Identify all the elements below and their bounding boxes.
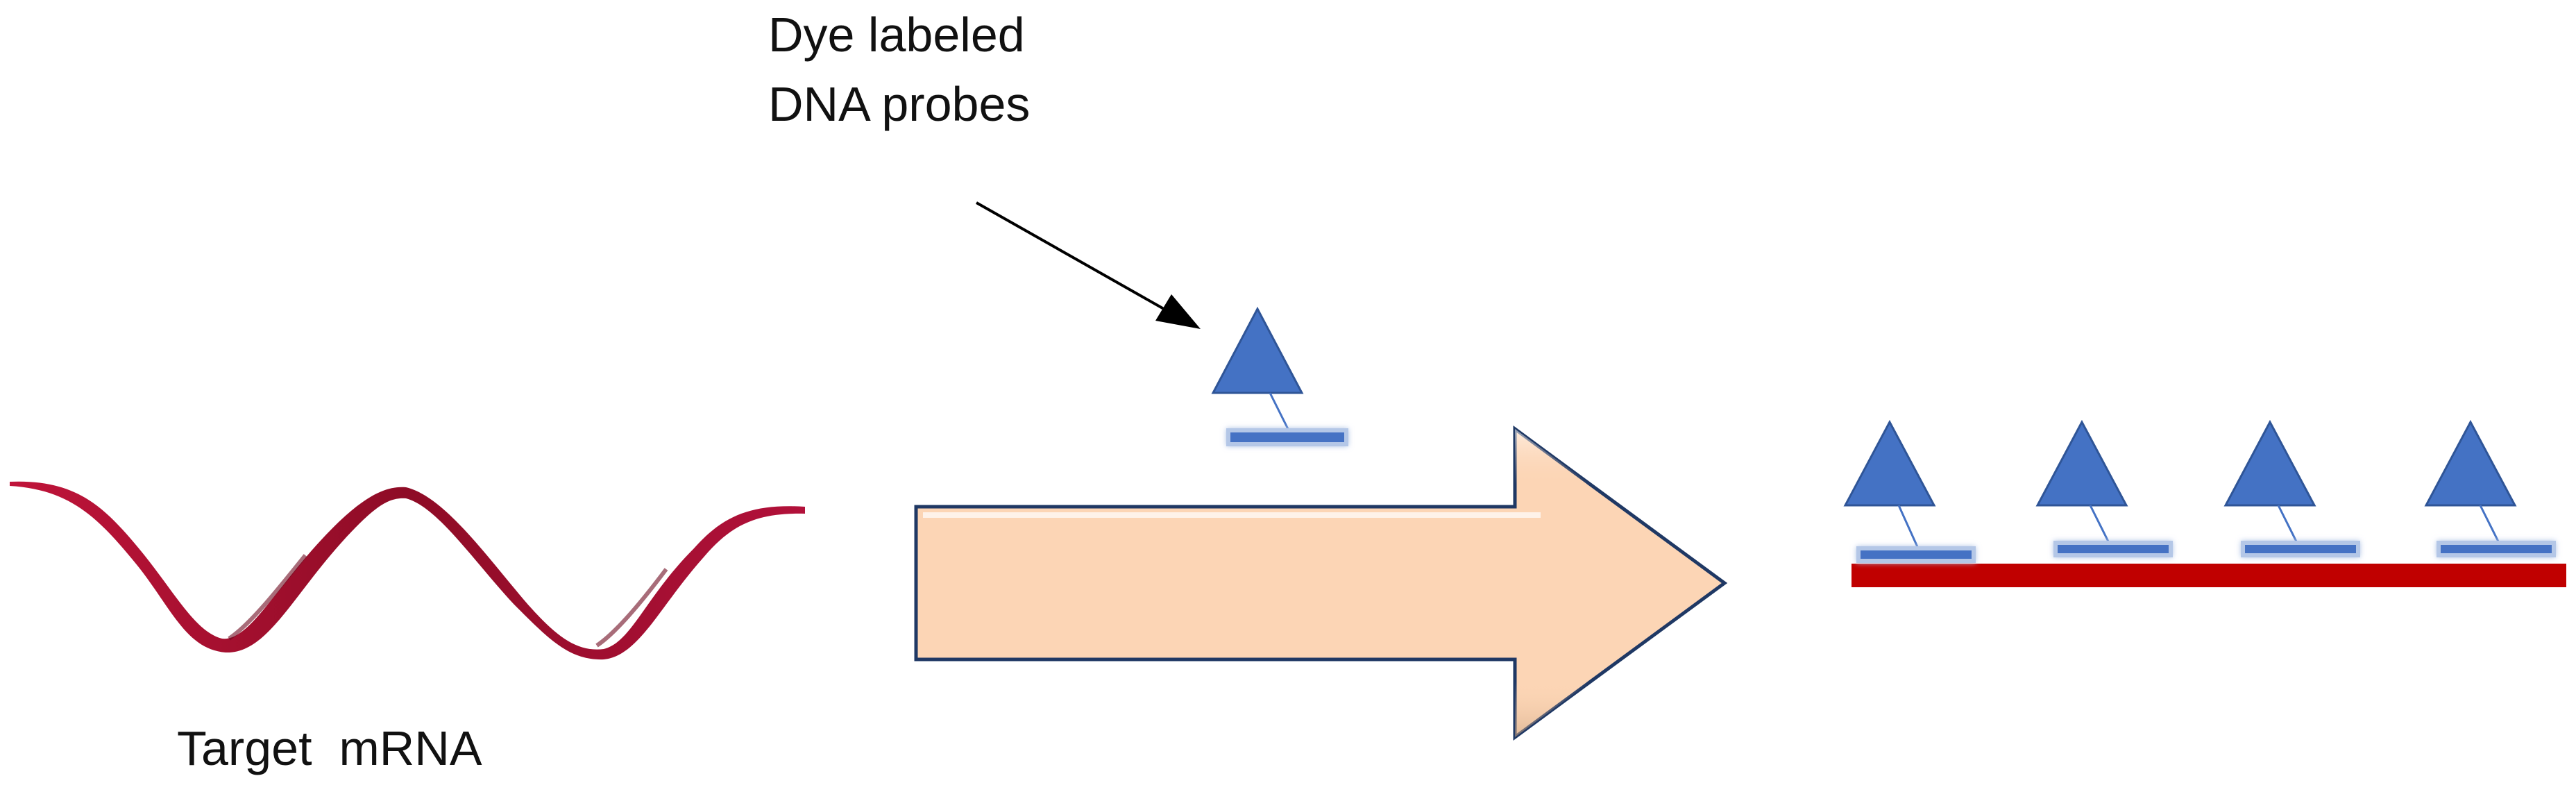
target-label: Target mRNA xyxy=(177,721,482,775)
free-probe xyxy=(1211,306,1348,446)
probe-label-line1: Dye labeled xyxy=(768,8,1025,62)
bound-probe xyxy=(1843,419,1976,563)
dye-triangle-icon xyxy=(1843,419,1936,507)
hybridized-complex xyxy=(1843,419,2566,587)
dye-triangle-icon xyxy=(2035,419,2128,507)
mrna-ribbon-icon xyxy=(10,481,805,660)
probe-strand-icon xyxy=(2437,541,2556,557)
probe-strand-icon xyxy=(2053,541,2173,557)
probe-strand-icon xyxy=(1856,546,1976,563)
dye-triangle-icon xyxy=(1211,306,1304,394)
bound-probe xyxy=(2424,419,2556,557)
mrna-strand xyxy=(1852,564,2566,587)
dye-triangle-icon xyxy=(2223,419,2316,507)
dye-triangle-icon xyxy=(2424,419,2517,507)
probe-label-line2: DNA probes xyxy=(768,77,1030,131)
bound-probe xyxy=(2223,419,2360,557)
pointer-arrow xyxy=(976,201,1201,329)
process-arrow-icon xyxy=(914,426,1728,741)
bound-probe xyxy=(2035,419,2173,557)
probe-strand-icon xyxy=(2241,541,2360,557)
probe-strand-icon xyxy=(1226,428,1348,446)
